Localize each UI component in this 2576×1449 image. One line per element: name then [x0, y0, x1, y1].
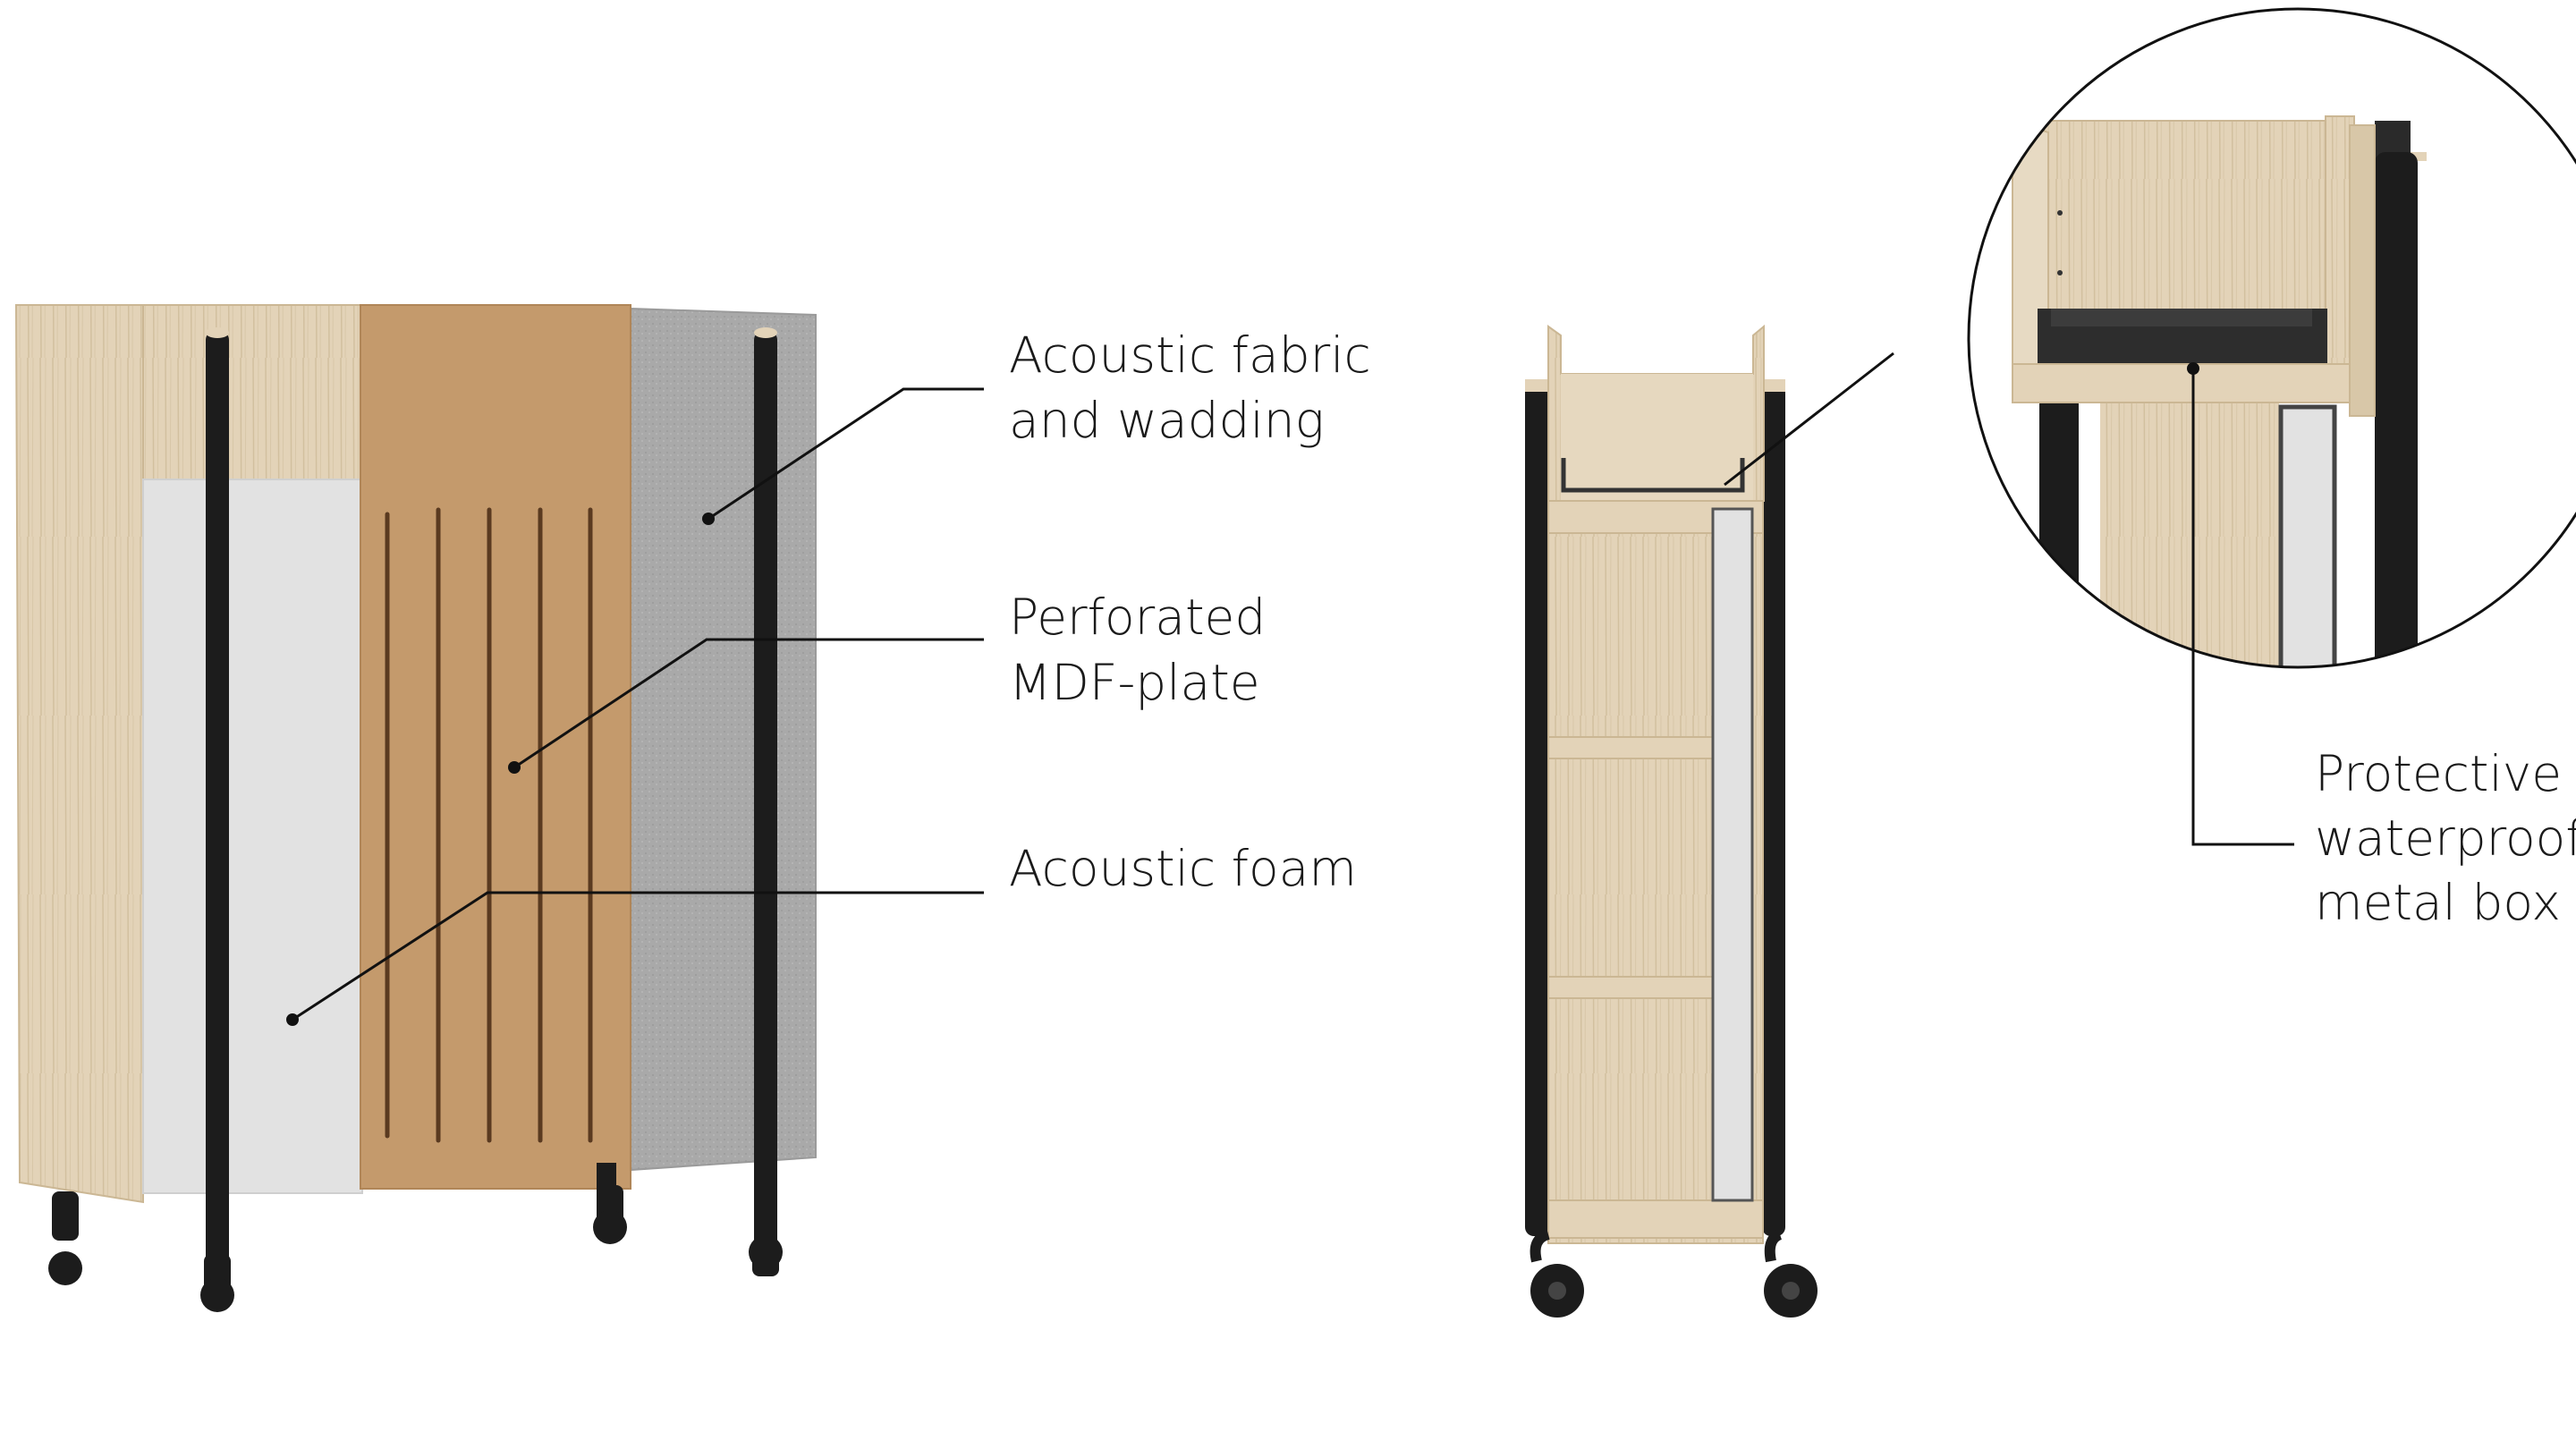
label-fabric-line2: and wadding [1009, 392, 1325, 449]
box-dot [2187, 362, 2199, 375]
mdf-perforation-slots [385, 507, 593, 1143]
cabinet-casters [48, 1185, 783, 1312]
label-box-line2: waterproof [2315, 809, 2576, 867]
mdf-dot [508, 761, 521, 774]
label-box-line3: metal box [2315, 874, 2561, 931]
acoustic-fabric-panel [630, 307, 817, 1172]
perforated-mdf-plate [360, 304, 631, 1190]
label-mdf-line2: MDF-plate [1009, 654, 1260, 711]
mdf-leader-line [513, 638, 984, 769]
cart-metal-box [1561, 458, 1745, 493]
foam-leader-line [292, 891, 984, 1021]
acoustic-foam-panel [142, 479, 363, 1194]
zoom-connector-line [1724, 352, 1894, 487]
acoustic-panel-cabinet [14, 304, 817, 1312]
zoom-circle-outline [1967, 7, 2576, 669]
cart-foam-column [1711, 507, 1754, 1202]
cart-frame-left [1525, 379, 1548, 1236]
cart-frame-right [1762, 379, 1785, 1236]
fabric-leader-line [708, 387, 984, 521]
box-leader-line [2191, 369, 2294, 846]
fabric-dot [702, 513, 715, 525]
mobile-shelf-cart [1525, 324, 1818, 1318]
callout-dots [286, 362, 2199, 1026]
label-fabric-line1: Acoustic fabric [1009, 326, 1371, 384]
foam-dot [286, 1013, 299, 1026]
cabinet-top-wood [142, 304, 363, 480]
cabinet-side-panel [14, 304, 144, 1204]
label-foam-line1: Acoustic foam [1009, 840, 1357, 897]
label-box-line1: Protective [2315, 745, 2562, 802]
cart-wheels [1530, 1229, 1818, 1318]
callout-labels: Acoustic fabric and wadding Perforated M… [1009, 326, 2576, 931]
callout-leaders [292, 369, 2294, 1021]
label-mdf-line1: Perforated [1009, 589, 1266, 646]
zoom-detail [1724, 7, 2576, 669]
